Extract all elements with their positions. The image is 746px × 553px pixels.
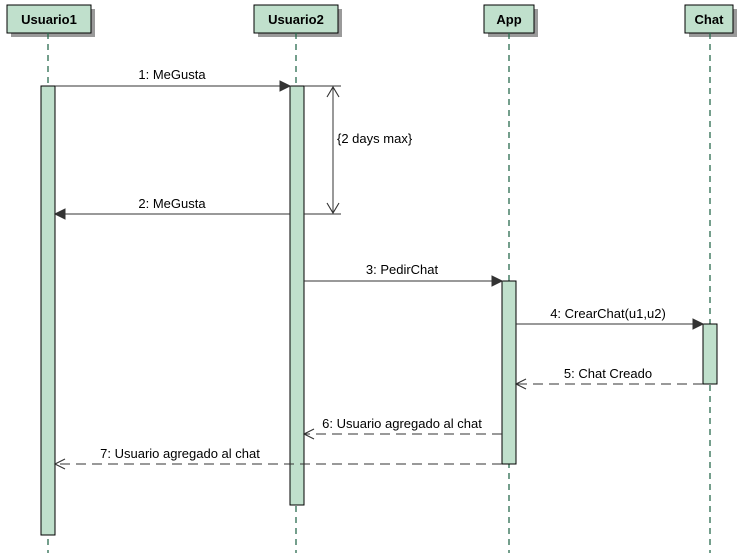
arrowhead-icon bbox=[692, 318, 705, 330]
activation-chat[interactable] bbox=[702, 323, 718, 385]
message-label-5: 5: Chat Creado bbox=[564, 366, 652, 381]
arrowhead-open-icon bbox=[302, 428, 315, 440]
message-label-2: 2: MeGusta bbox=[138, 196, 206, 211]
lifeline-header-usuario1[interactable]: Usuario1 bbox=[6, 4, 95, 37]
lifeline-label-chat: Chat bbox=[695, 12, 725, 27]
message-3[interactable]: 3: PedirChat bbox=[304, 262, 504, 287]
constraint-bottom-arrow-icon bbox=[326, 202, 340, 215]
message-label-1: 1: MeGusta bbox=[138, 67, 206, 82]
message-label-4: 4: CrearChat(u1,u2) bbox=[550, 306, 666, 321]
message-2[interactable]: 2: MeGusta bbox=[53, 196, 290, 220]
lifeline-header-chat[interactable]: Chat bbox=[684, 4, 737, 37]
message-label-7: 7: Usuario agregado al chat bbox=[100, 446, 260, 461]
message-label-3: 3: PedirChat bbox=[366, 262, 439, 277]
message-4[interactable]: 4: CrearChat(u1,u2) bbox=[516, 306, 705, 330]
arrowhead-icon bbox=[491, 275, 504, 287]
message-label-6: 6: Usuario agregado al chat bbox=[322, 416, 482, 431]
duration-constraint[interactable]: {2 days max} bbox=[304, 85, 413, 215]
constraint-label: {2 days max} bbox=[337, 131, 413, 146]
message-5[interactable]: 5: Chat Creado bbox=[514, 366, 703, 390]
activation-usuario1[interactable] bbox=[40, 85, 56, 536]
lifeline-label-usuario1: Usuario1 bbox=[21, 12, 77, 27]
arrowhead-icon bbox=[53, 208, 66, 220]
activation-app[interactable] bbox=[501, 280, 517, 465]
arrowhead-open-icon bbox=[514, 378, 527, 390]
message-1[interactable]: 1: MeGusta bbox=[55, 67, 292, 92]
activation-usuario2[interactable] bbox=[289, 85, 305, 506]
lifeline-header-usuario2[interactable]: Usuario2 bbox=[253, 4, 342, 37]
constraint-top-arrow-icon bbox=[326, 85, 340, 98]
lifeline-header-app[interactable]: App bbox=[483, 4, 538, 37]
message-7[interactable]: 7: Usuario agregado al chat bbox=[53, 446, 502, 470]
lifeline-label-app: App bbox=[496, 12, 521, 27]
lifeline-label-usuario2: Usuario2 bbox=[268, 12, 324, 27]
message-6[interactable]: 6: Usuario agregado al chat bbox=[302, 416, 502, 440]
arrowhead-icon bbox=[279, 80, 292, 92]
arrowhead-open-icon bbox=[53, 458, 66, 470]
